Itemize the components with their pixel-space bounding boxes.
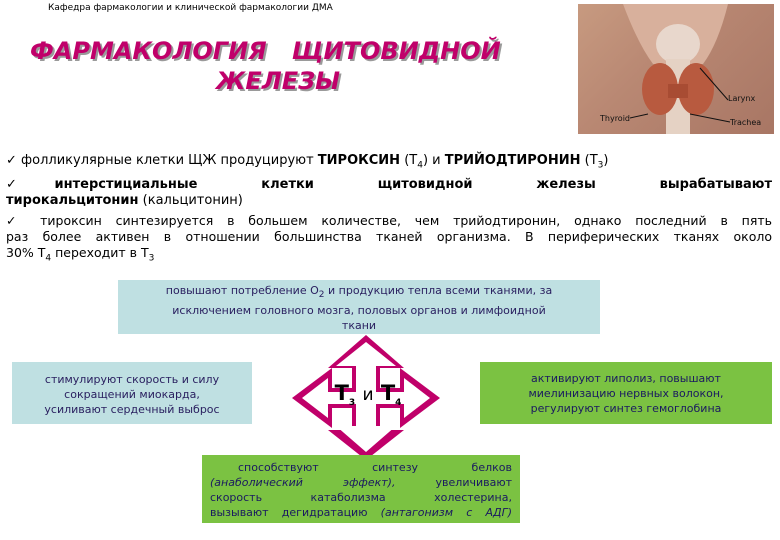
thyroid-anatomy-image: Larynx Thyroid Trachea <box>578 4 774 134</box>
checkmark-icon: ✓ <box>6 212 41 228</box>
bullet-item-2: ✓ интерстициальные клетки щитовидной жел… <box>6 176 772 208</box>
trachea-label: Trachea <box>730 118 762 127</box>
effect-box-left: стимулируют скорость и силу сокращений м… <box>12 362 252 424</box>
title-line-2: ЖЕЛЕЗЫ <box>216 67 341 95</box>
thyroid-label: Thyroid <box>600 114 630 123</box>
checkmark-icon: ✓ <box>6 176 55 192</box>
t3-t4-label: Т3 и Т4 <box>334 381 402 409</box>
checkmark-icon: ✓ <box>6 153 22 168</box>
bullet-item-1: ✓ фолликулярные клетки ЩЖ продуцируют ТИ… <box>6 153 609 171</box>
arrow-inner <box>302 342 430 452</box>
thyroid-left-lobe <box>642 63 678 115</box>
effect-box-top: повышают потребление О2 и продукцию тепл… <box>118 280 600 334</box>
thyroid-isthmus <box>668 84 688 98</box>
larynx-shape <box>656 24 700 64</box>
effect-box-bottom: способствуют синтезу белков (анаболическ… <box>202 455 520 523</box>
department-header: Кафедра фармакологии и клинической фарма… <box>48 3 333 13</box>
effect-box-right: активируют липолиз, повышают миелинизаци… <box>480 362 772 424</box>
page-title: ФАРМАКОЛОГИЯ ЩИТОВИДНОЙ ЖЕЛЕЗЫ <box>30 36 570 96</box>
neck-illustration <box>623 4 731 134</box>
thyroid-right-lobe <box>678 63 714 115</box>
bullet-item-3: ✓ тироксин синтезируется в большем колич… <box>6 212 772 264</box>
title-line-1: ФАРМАКОЛОГИЯ ЩИТОВИДНОЙ <box>30 37 501 65</box>
larynx-label: Larynx <box>728 94 756 103</box>
bullet-list: ✓ фолликулярные клетки ЩЖ продуцируют ТИ… <box>6 153 772 269</box>
